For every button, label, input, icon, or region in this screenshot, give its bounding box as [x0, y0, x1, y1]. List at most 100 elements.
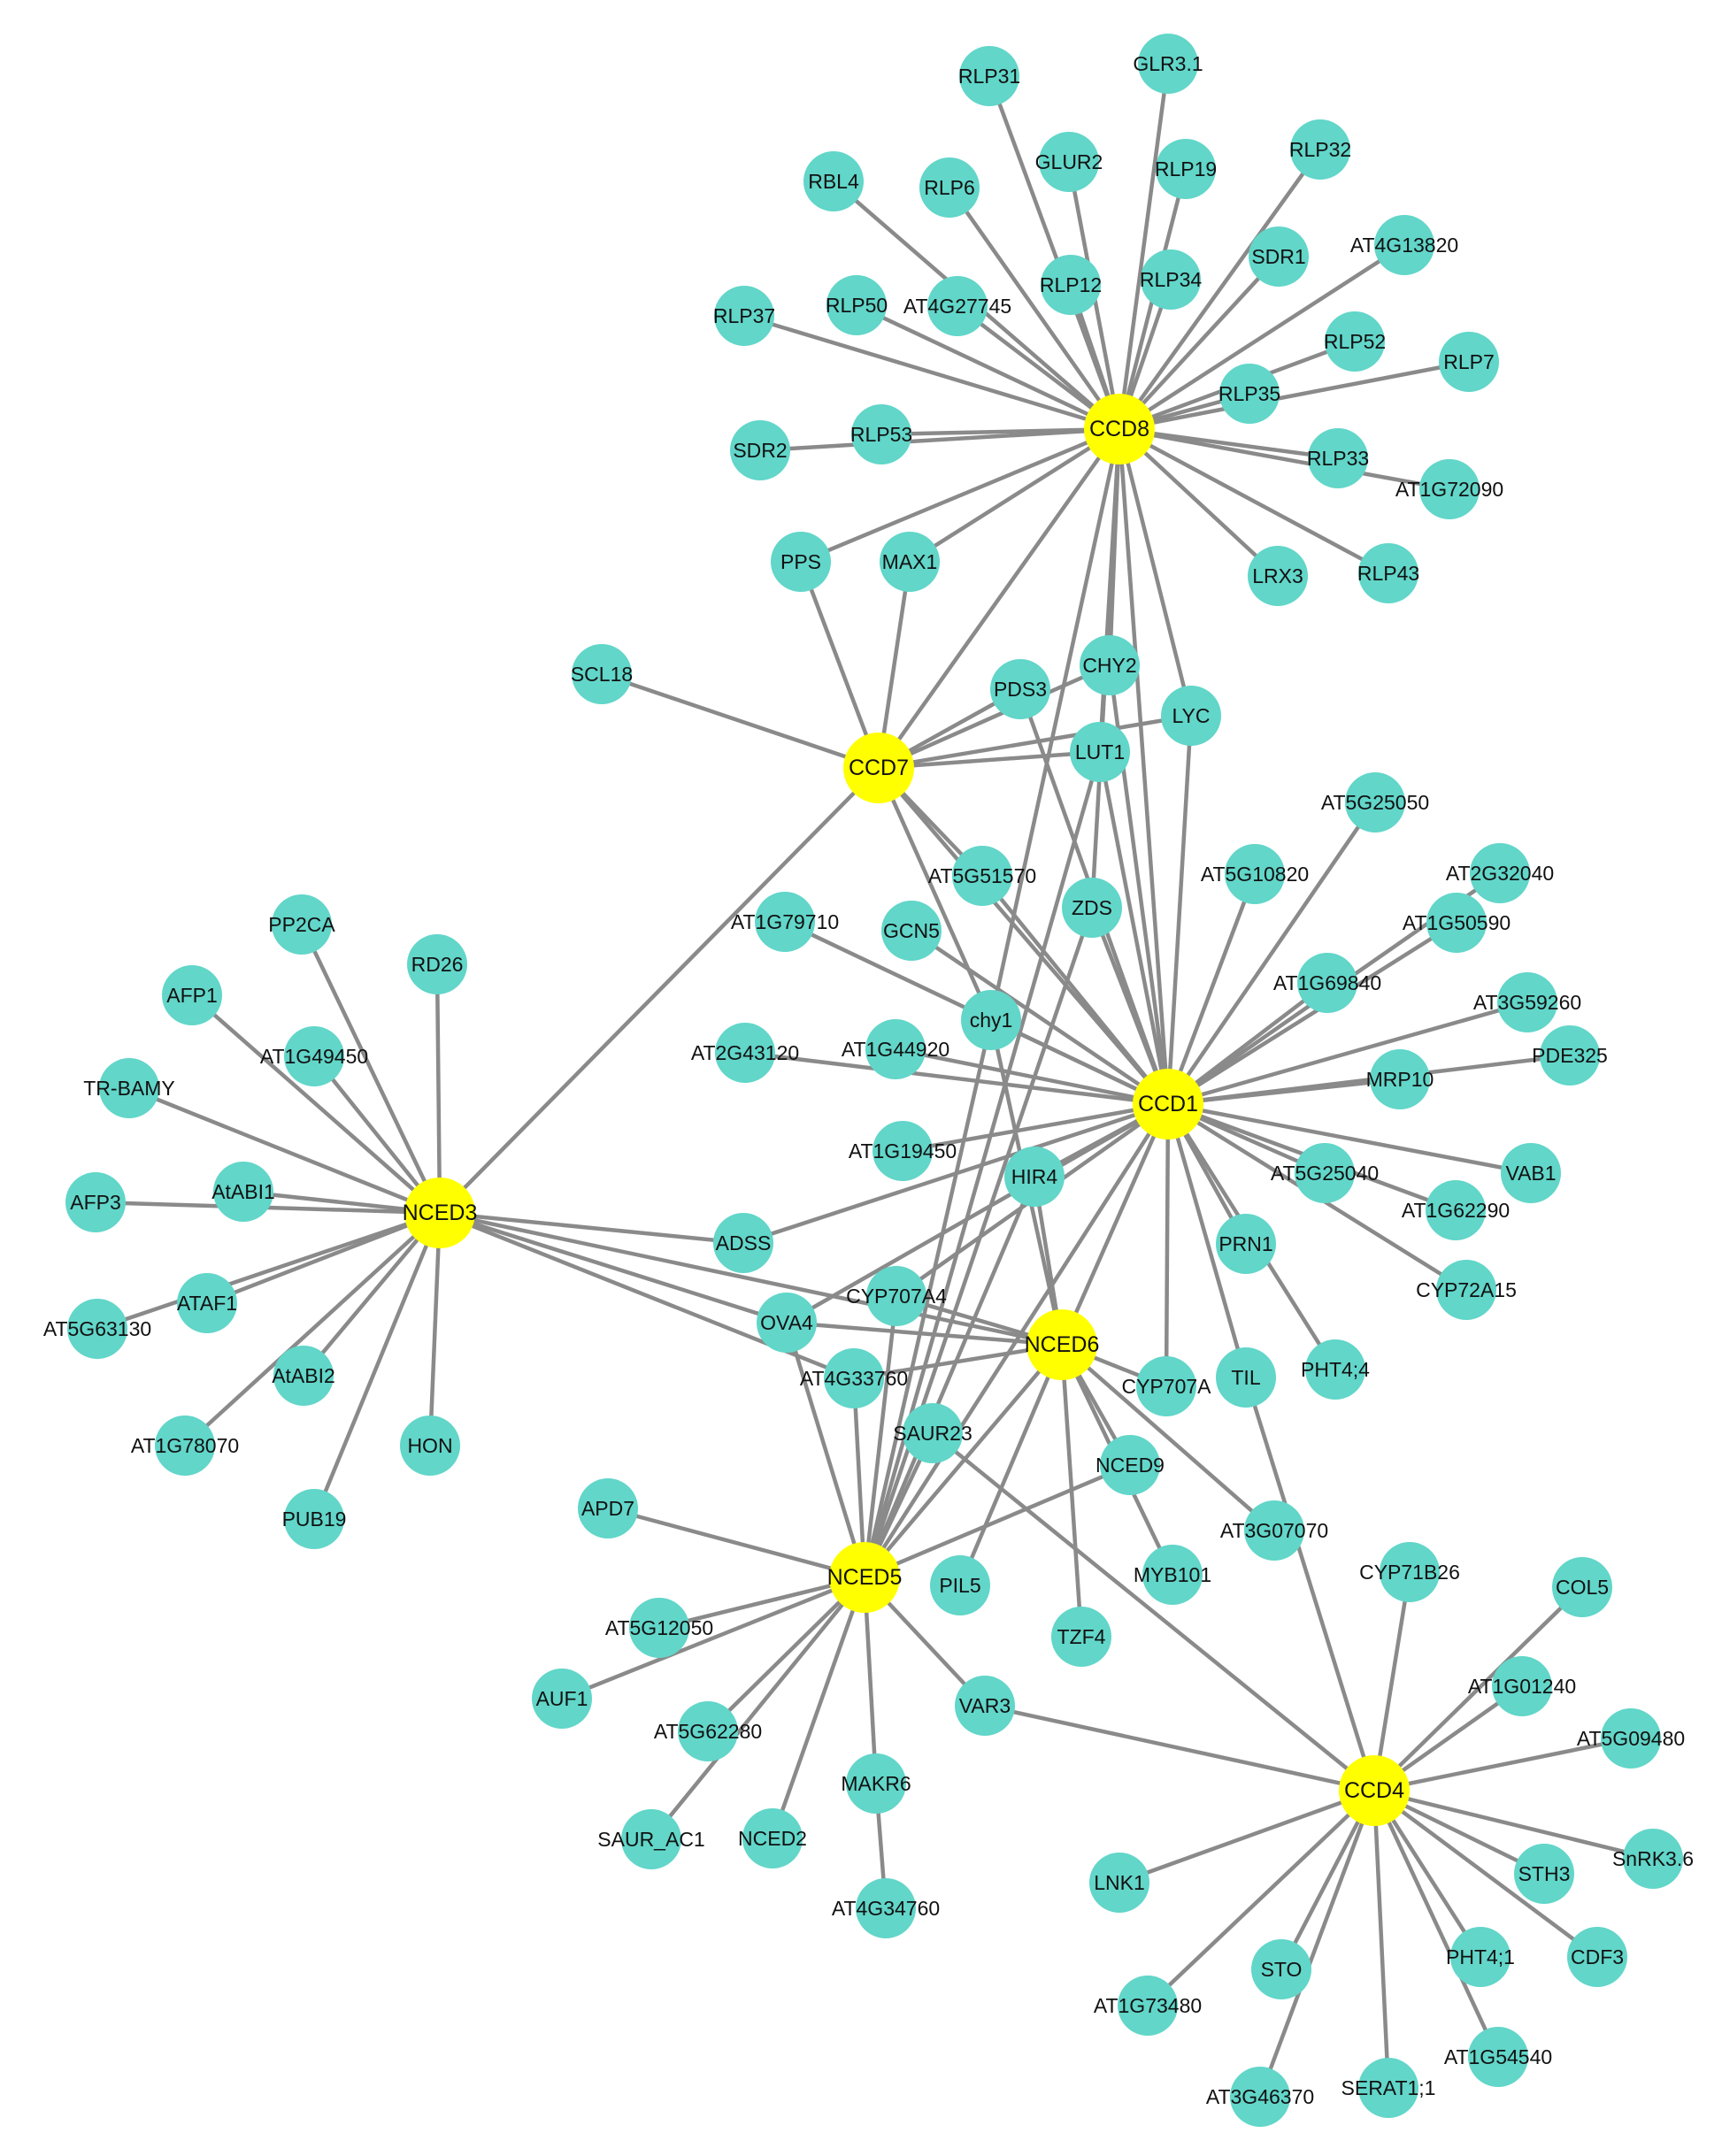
node-label-rlp33: RLP33: [1307, 447, 1369, 470]
edge-nced3-afp1: [190, 994, 442, 1215]
node-circle-at1g01240: [1492, 1656, 1552, 1716]
edge-nced3-at5g63130: [96, 1210, 441, 1331]
edge-nced3-pp2ca: [299, 924, 442, 1214]
node-circle-at5g10820: [1225, 844, 1285, 904]
node-label-rlp32: RLP32: [1289, 138, 1351, 161]
gene-node-at4g34760: AT4G34760: [832, 1878, 940, 1938]
node-circle-at5g25050: [1345, 772, 1405, 832]
gene-node-sth3: STH3: [1514, 1844, 1574, 1904]
node-circle-tzf4: [1051, 1607, 1111, 1667]
node-label-hir4: HIR4: [1011, 1165, 1058, 1188]
edge-ccd1-mrp10: [1167, 1077, 1401, 1107]
gene-node-rlp37: RLP37: [713, 286, 775, 346]
node-label-scl18: SCL18: [571, 663, 633, 686]
edge-ccd7-pps: [798, 561, 881, 769]
node-label-ataf1: ATAF1: [177, 1292, 237, 1315]
hub-node-ccd4: CCD4: [1339, 1755, 1410, 1826]
gene-node-at5g25050: AT5G25050: [1321, 772, 1429, 832]
node-circle-cyp707a: [1136, 1356, 1196, 1416]
node-label-at5g12050: AT5G12050: [605, 1616, 713, 1639]
edge-ccd8-pps: [800, 426, 1120, 564]
node-label-var3: VAR3: [959, 1694, 1011, 1717]
gene-node-adss: ADSS: [713, 1213, 773, 1273]
node-circle-at1g62290: [1426, 1180, 1486, 1240]
node-circle-sdr2: [730, 420, 790, 480]
gene-node-at5g25040: AT5G25040: [1271, 1143, 1379, 1203]
edge-nced5-nced9: [864, 1462, 1131, 1580]
node-label-at1g44920: AT1G44920: [842, 1038, 949, 1061]
node-label-pps: PPS: [780, 550, 821, 573]
edge-nced3-rd26: [434, 963, 442, 1214]
gene-node-rlp53: RLP53: [850, 404, 912, 464]
edge-ccd4-snrk3-6: [1373, 1788, 1654, 1861]
node-circle-mrp10: [1370, 1049, 1430, 1109]
node-circle-ccd8: [1084, 394, 1155, 464]
node-circle-nced5: [829, 1542, 900, 1613]
node-label-at1g62290: AT1G62290: [1402, 1199, 1510, 1222]
node-circle-at1g50590: [1426, 893, 1487, 953]
edge-ccd1-at5g10820: [1165, 873, 1257, 1105]
node-circle-rlp6: [919, 157, 980, 218]
node-label-at1g54540: AT1G54540: [1444, 2045, 1552, 2068]
node-circle-rlp52: [1325, 311, 1385, 372]
edge-nced5-zds: [862, 907, 1095, 1578]
gene-node-mrp10: MRP10: [1366, 1049, 1434, 1109]
node-circle-rlp50: [826, 275, 887, 335]
edge-nced5-auf1: [561, 1575, 865, 1701]
edge-ccd1-til: [1165, 1103, 1249, 1378]
gene-node-ova4: OVA4: [757, 1293, 817, 1353]
node-label-atabi1: AtABI1: [211, 1180, 275, 1203]
node-label-at3g07070: AT3G07070: [1220, 1519, 1328, 1542]
edge-ccd4-col5: [1372, 1585, 1584, 1792]
node-circle-lnk1: [1089, 1853, 1149, 1913]
node-label-rlp35: RLP35: [1218, 382, 1280, 405]
gene-node-at3g07070: AT3G07070: [1220, 1500, 1328, 1561]
edge-ccd1-vab1: [1167, 1101, 1532, 1176]
gene-node-hon: HON: [400, 1416, 460, 1476]
node-circle-snrk3-6: [1623, 1829, 1683, 1889]
gene-node-at1g54540: AT1G54540: [1444, 2027, 1552, 2087]
gene-node-at5g63130: AT5G63130: [43, 1299, 151, 1359]
gene-node-myb101: MYB101: [1134, 1545, 1211, 1605]
node-label-auf1: AUF1: [536, 1687, 588, 1710]
gene-node-chy1: chy1: [961, 990, 1021, 1050]
gene-node-pds3: PDS3: [990, 659, 1050, 719]
node-circle-makr6: [846, 1753, 906, 1814]
node-circle-zds: [1062, 878, 1122, 938]
edge-ccd1-ova4: [785, 1102, 1170, 1324]
node-circle-atabi2: [273, 1346, 334, 1406]
edge-ccd1-gcn5: [910, 929, 1170, 1106]
node-circle-pht4-4: [1305, 1339, 1365, 1400]
edge-ccd1-cyp707a: [1164, 1103, 1171, 1387]
edge-ccd8-lyc: [1117, 428, 1194, 717]
node-circle-pps: [771, 532, 831, 592]
node-label-chy1: chy1: [970, 1009, 1013, 1032]
edge-ccd1-lut1: [1097, 751, 1171, 1105]
node-label-pp2ca: PP2CA: [268, 913, 335, 936]
gene-node-makr6: MAKR6: [841, 1753, 911, 1814]
gene-node-nced2: NCED2: [738, 1808, 807, 1868]
edge-nced5-chy1: [862, 1019, 994, 1578]
node-label-at5g51570: AT5G51570: [928, 864, 1036, 887]
edge-nced5-nced2: [770, 1577, 867, 1839]
edge-ccd8-at1g72090: [1119, 426, 1450, 492]
node-label-afp1: AFP1: [166, 984, 218, 1007]
node-label-at5g25050: AT5G25050: [1321, 791, 1429, 814]
node-circle-at4g13820: [1374, 215, 1434, 275]
gene-node-rlp12: RLP12: [1040, 255, 1102, 315]
gene-node-cyp71b26: CYP71B26: [1359, 1542, 1460, 1602]
edge-ccd8-rlp6: [948, 186, 1121, 431]
node-circle-ccd4: [1339, 1755, 1410, 1826]
node-label-pds3: PDS3: [994, 678, 1047, 701]
node-circle-at1g49450: [284, 1026, 344, 1086]
node-circle-at1g69840: [1297, 953, 1357, 1013]
node-label-serat1-1: SERAT1;1: [1341, 2076, 1436, 2099]
node-circle-rlp34: [1141, 249, 1201, 310]
gene-node-at1g49450: AT1G49450: [260, 1026, 368, 1086]
node-label-adss: ADSS: [716, 1231, 772, 1254]
node-label-nced2: NCED2: [738, 1827, 807, 1850]
node-circle-pp2ca: [272, 894, 332, 955]
edge-ccd1-at3g59260: [1167, 1000, 1528, 1107]
gene-node-at1g72090: AT1G72090: [1395, 459, 1503, 519]
